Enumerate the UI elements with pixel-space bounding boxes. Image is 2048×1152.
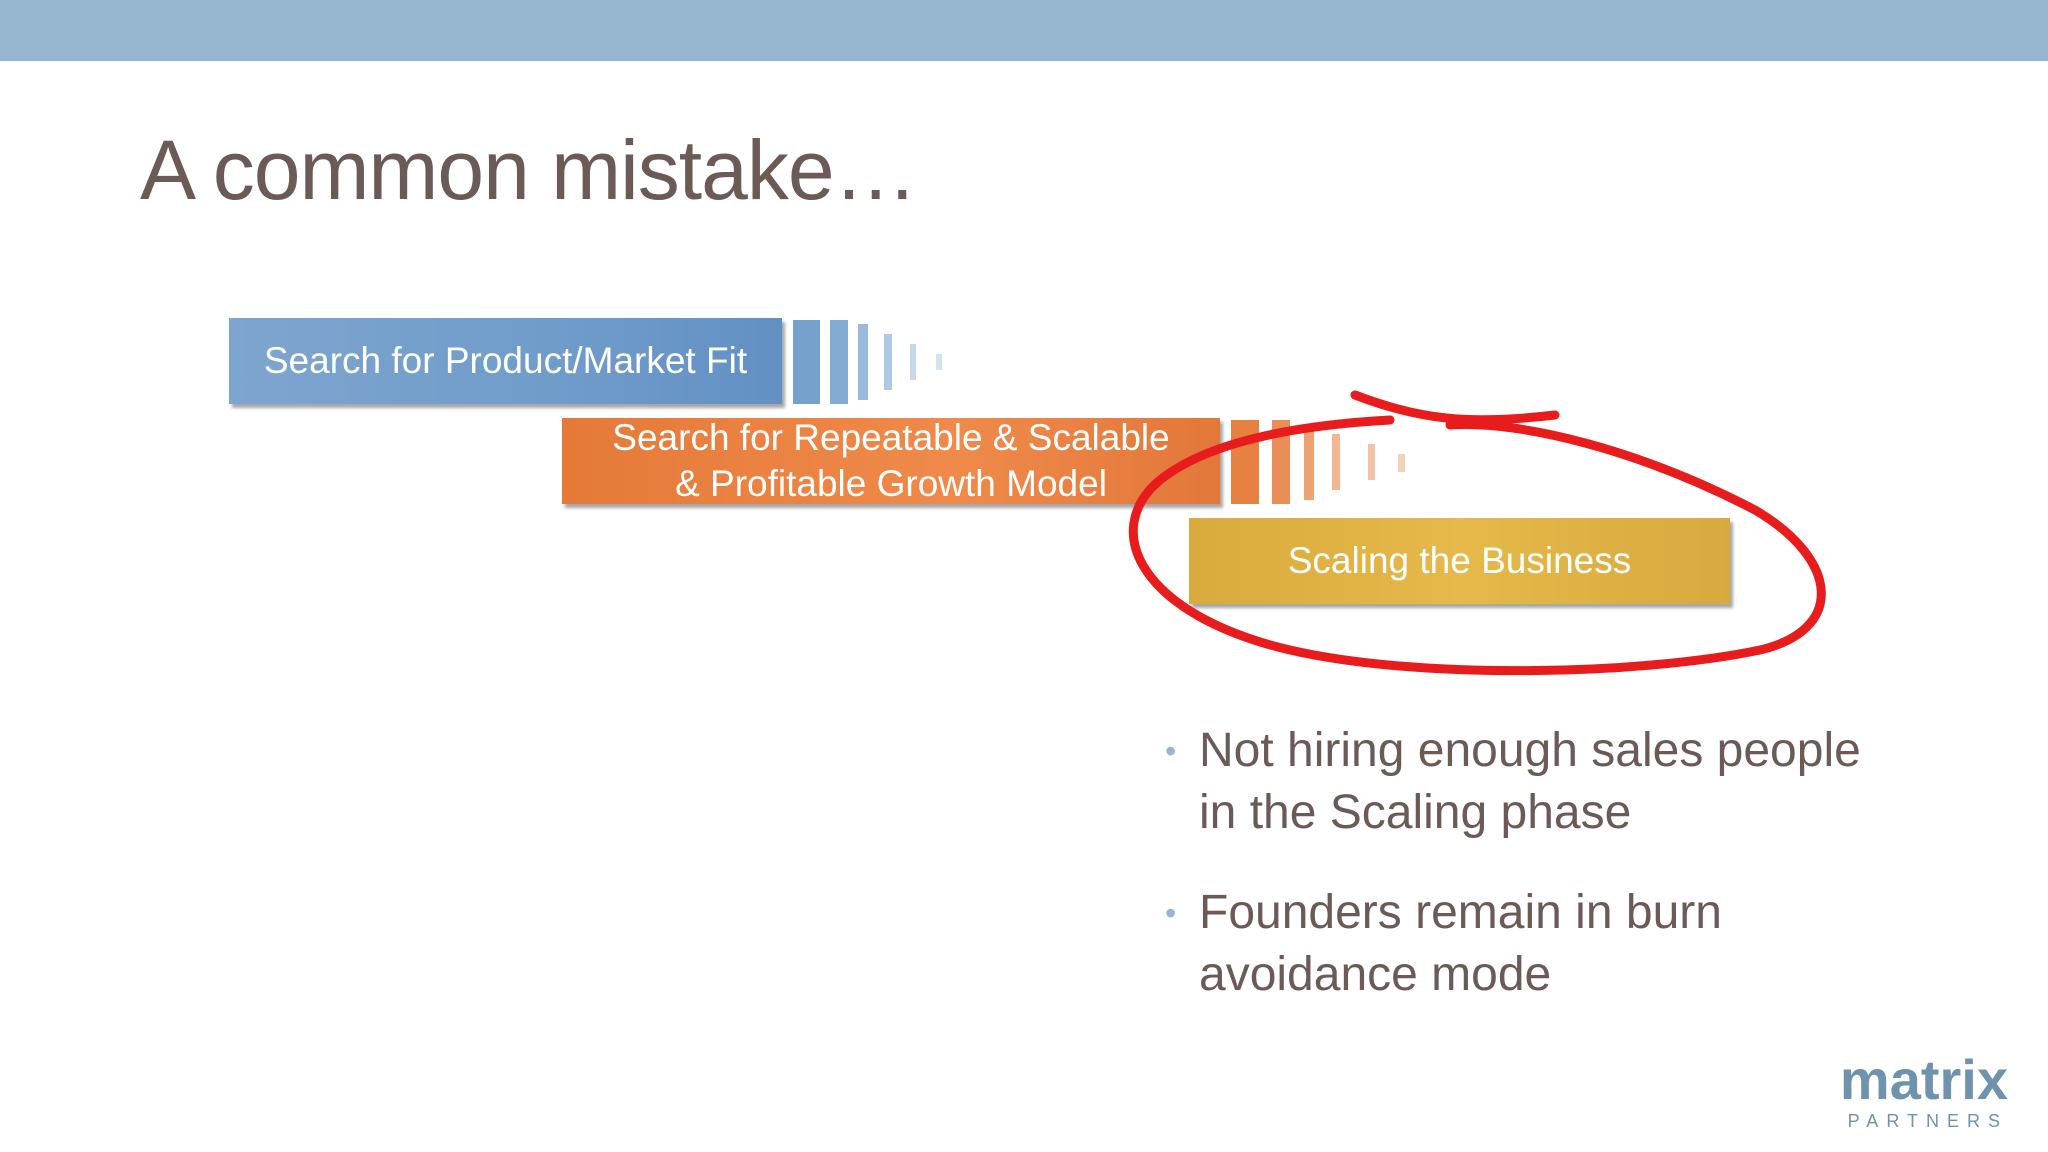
bullet-dot-icon: • <box>1165 733 1177 769</box>
fade-stripe <box>830 320 848 404</box>
fade-stripe <box>1231 420 1259 504</box>
fade-stripe <box>1272 420 1290 504</box>
header-band <box>0 0 2048 61</box>
phase-bar-scaling: Scaling the Business <box>1189 518 1730 604</box>
fade-stripe <box>910 344 916 380</box>
logo-subtitle: PARTNERS <box>1847 1111 2008 1131</box>
fade-stripe <box>1368 444 1375 480</box>
bullet-dot-icon: • <box>1165 895 1177 931</box>
bullet-list: • Not hiring enough sales people in the … <box>1165 720 1885 1044</box>
fade-stripe <box>858 324 868 400</box>
fade-stripe <box>1332 434 1340 490</box>
fade-stripe <box>1304 424 1314 500</box>
logo-wordmark: matrix <box>1839 1048 2008 1111</box>
phase-bar-growth-model: Search for Repeatable & Scalable & Profi… <box>562 417 1220 504</box>
phase-label: Search for Product/Market Fit <box>263 340 748 381</box>
bullet-text: Founders remain in burn avoidance mode <box>1199 886 1722 1001</box>
bullet-item: • Founders remain in burn avoidance mode <box>1165 882 1885 1006</box>
bullet-item: • Not hiring enough sales people in the … <box>1165 720 1885 844</box>
phase-bar-product-market-fit: Search for Product/Market Fit <box>229 318 782 404</box>
fade-stripe <box>884 334 892 390</box>
bullet-text: Not hiring enough sales people in the Sc… <box>1199 724 1861 839</box>
phase-label: Scaling the Business <box>1287 540 1632 581</box>
fade-stripe <box>793 320 820 404</box>
slide-title: A common mistake… <box>140 123 918 217</box>
fade-stripe <box>1398 454 1405 472</box>
fade-stripe <box>936 354 942 370</box>
phase-label: Search for Repeatable & Scalable & Profi… <box>612 417 1170 504</box>
matrix-partners-logo: matrix PARTNERS <box>1840 1052 2008 1132</box>
